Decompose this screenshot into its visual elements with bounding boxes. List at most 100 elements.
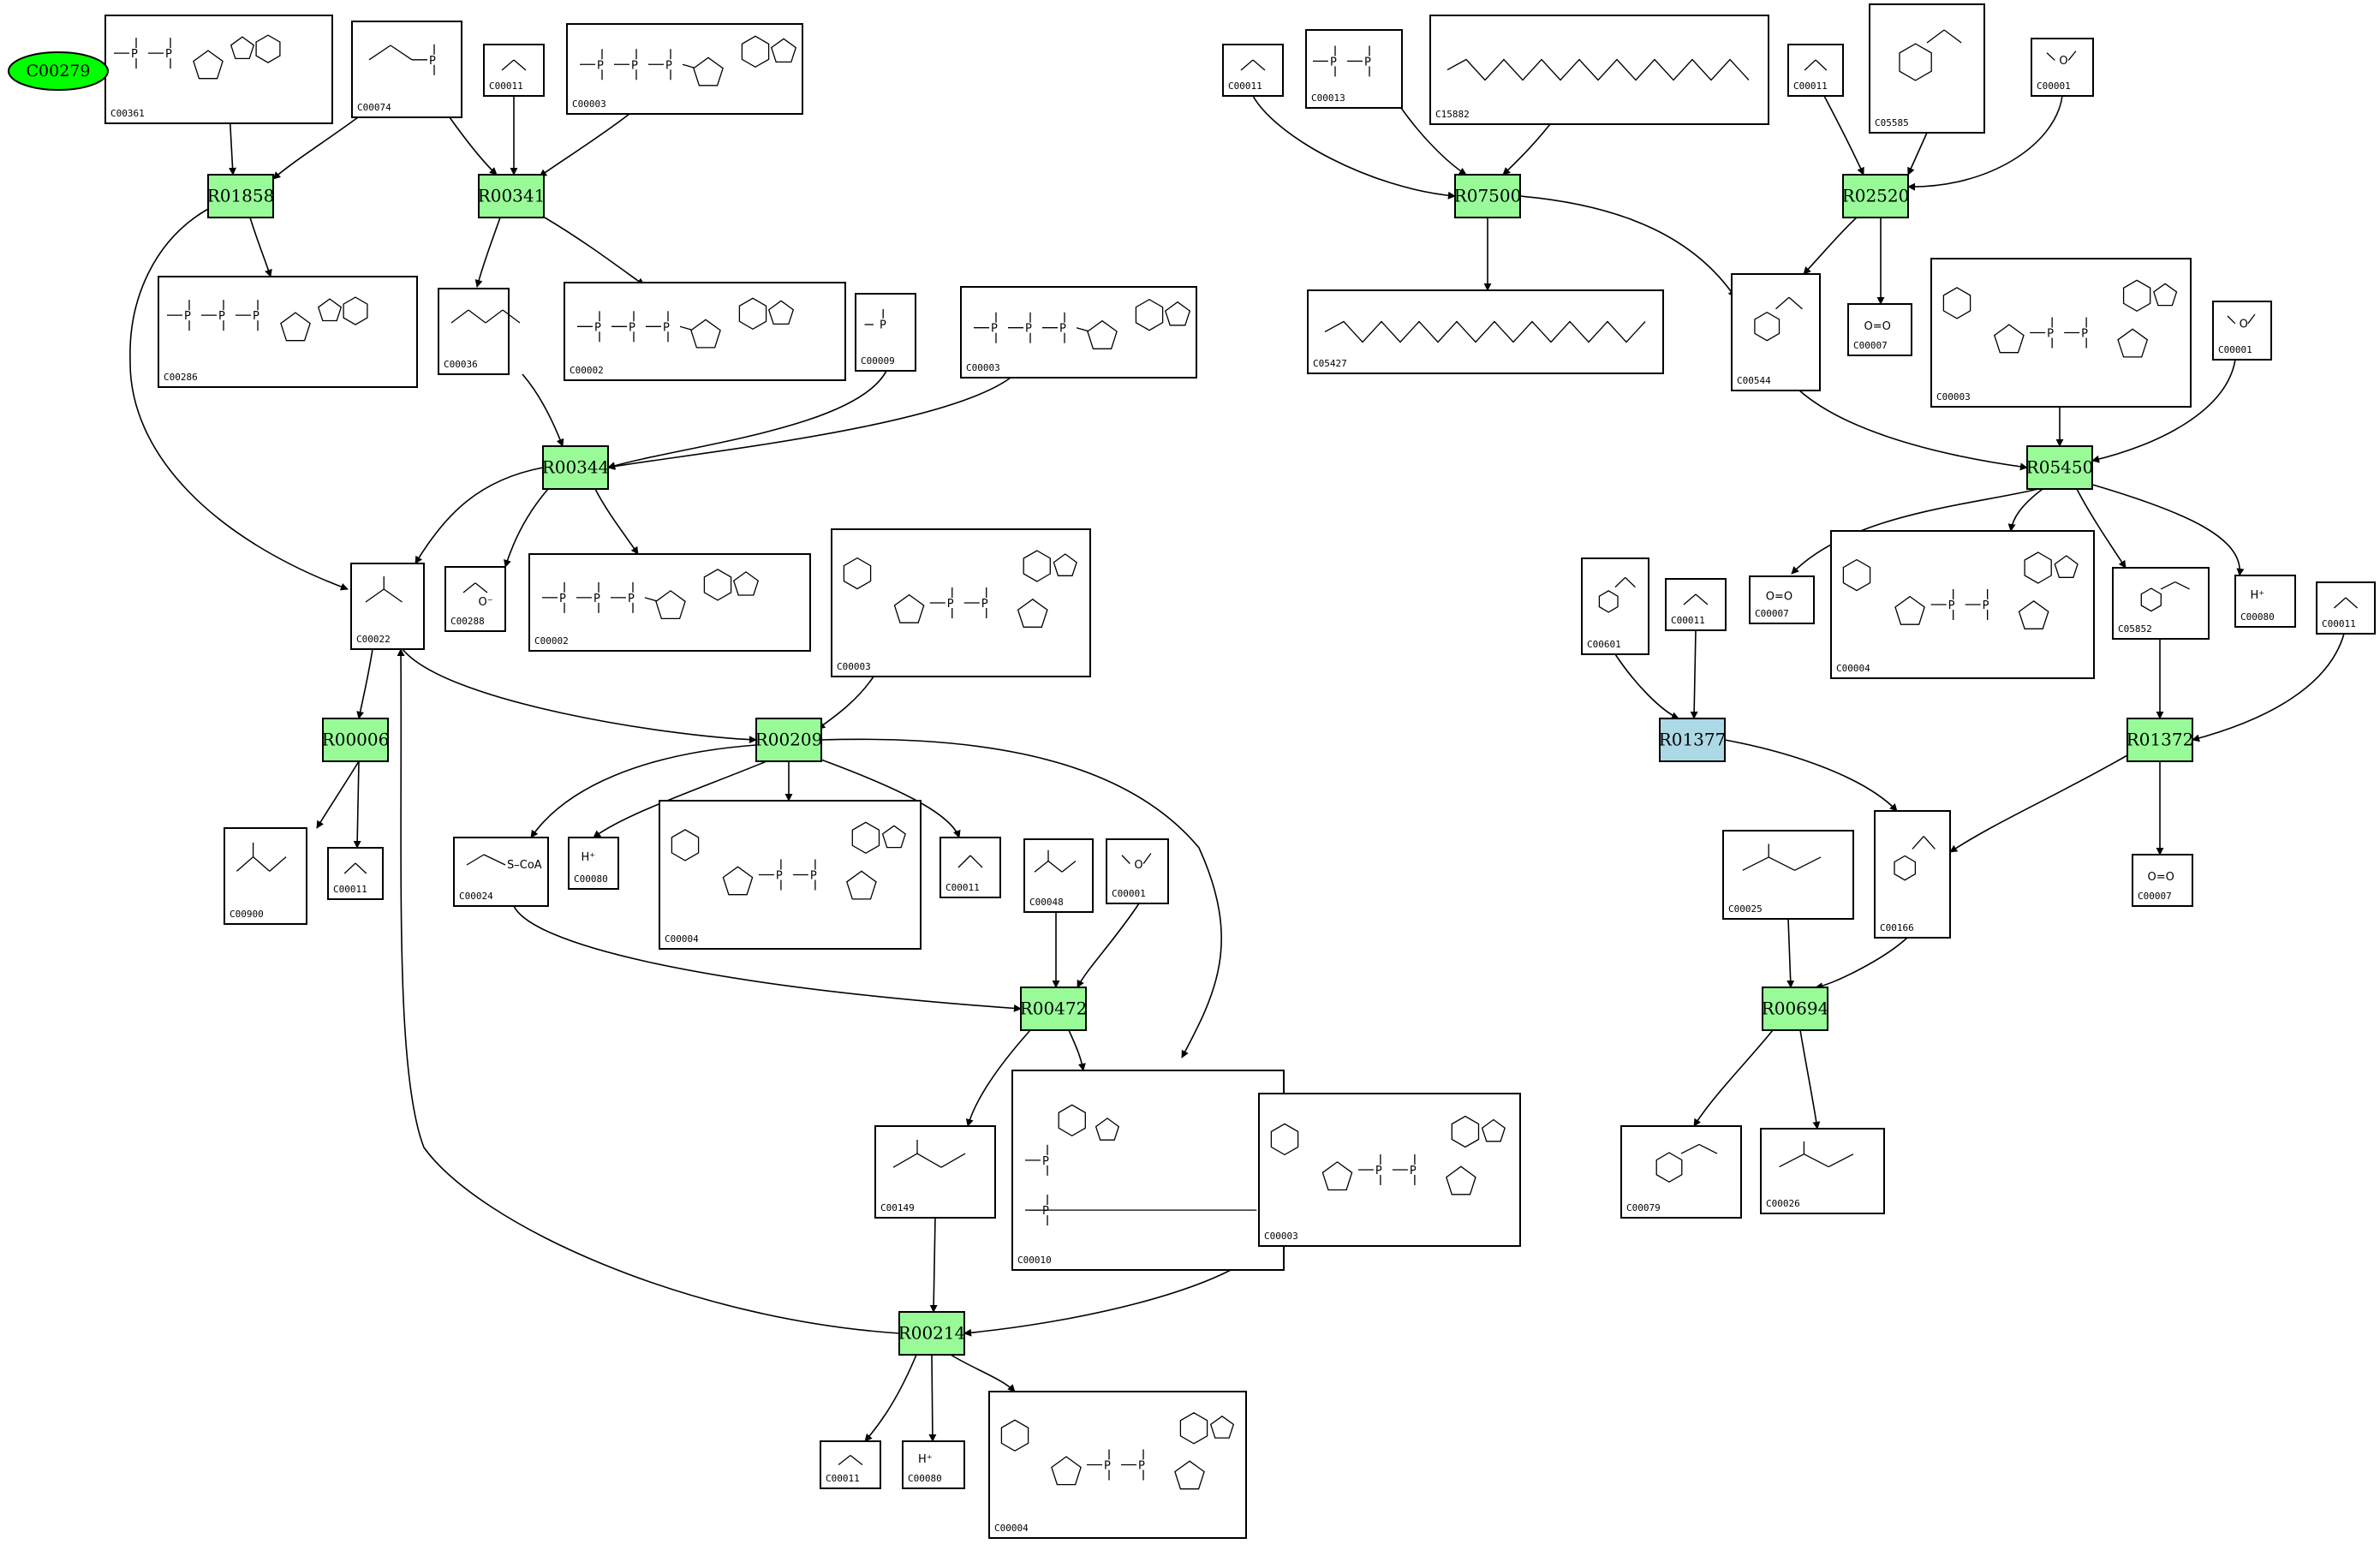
compound-label: C00002 [570, 365, 604, 376]
compound-label: C00022 [356, 634, 391, 645]
reaction-node[interactable]: R00209 [755, 718, 823, 762]
compound-node[interactable]: C00011 [1665, 578, 1727, 631]
structure-drawing [1742, 844, 1822, 871]
reaction-node[interactable]: R05450 [2026, 445, 2094, 490]
edge-arrow [1791, 488, 2039, 575]
compound-node[interactable]: C00011 [2316, 581, 2376, 635]
reaction-label: R00344 [542, 457, 610, 478]
compound-node[interactable]: C00011 [483, 44, 545, 97]
start-node[interactable]: C00279 [8, 51, 109, 91]
svg-text:P: P [1042, 1155, 1049, 1168]
structure-drawing [1598, 576, 1636, 613]
compound-node[interactable]: C15882 [1429, 15, 1769, 125]
reaction-node[interactable]: R00344 [542, 445, 610, 490]
compound-node[interactable]: C00601 [1581, 557, 1649, 655]
svg-text:P: P [165, 48, 172, 61]
edge-arrow [504, 488, 549, 568]
svg-text:P: P [131, 48, 138, 61]
reaction-node[interactable]: R00694 [1762, 987, 1829, 1031]
svg-text:P: P [2081, 328, 2088, 341]
reaction-node[interactable]: R00341 [478, 174, 546, 218]
compound-node[interactable]: C00079 [1620, 1125, 1742, 1219]
compound-node[interactable]: C00011 [939, 837, 1001, 898]
edge-arrow [316, 760, 360, 829]
compound-node[interactable]: H⁺C00080 [902, 1440, 965, 1489]
compound-node[interactable]: C00011 [1787, 44, 1844, 97]
compound-node[interactable]: H⁺C00080 [568, 837, 619, 890]
reaction-node[interactable]: R00472 [1020, 987, 1088, 1031]
reaction-label: R00472 [1020, 999, 1088, 1019]
compound-node[interactable]: C00036 [438, 288, 521, 375]
reaction-node[interactable]: R01377 [1659, 718, 1727, 762]
compound-node[interactable]: H⁺C00080 [2234, 575, 2296, 628]
compound-label: C00024 [459, 891, 493, 902]
structure-drawing [957, 855, 983, 868]
compound-box [568, 837, 619, 890]
reaction-node[interactable]: R00006 [322, 718, 390, 762]
compound-node[interactable]: C00022 [350, 563, 425, 650]
compound-node[interactable]: C00011 [820, 1440, 881, 1489]
compound-node[interactable]: C00048 [1023, 838, 1094, 913]
compound-label: C00361 [110, 108, 145, 119]
compound-box [1749, 575, 1815, 624]
svg-text:O=O: O=O [2148, 871, 2174, 884]
compound-box [1830, 530, 2095, 679]
compound-node[interactable]: O⁻C00288 [444, 566, 506, 632]
reaction-box [1762, 987, 1828, 1031]
reaction-node[interactable]: R02520 [1842, 174, 1910, 218]
structure-drawing: O [2046, 51, 2077, 68]
compound-label: C00011 [826, 1473, 860, 1484]
reaction-node[interactable]: R07500 [1454, 174, 1522, 218]
structure-drawing [1655, 1143, 1718, 1183]
compound-node[interactable]: C00011 [327, 847, 384, 900]
compound-label: C00007 [1755, 608, 1789, 619]
reaction-node[interactable]: R01372 [2126, 718, 2194, 762]
compound-node[interactable]: C00544 [1731, 273, 1821, 391]
compound-label: C00004 [994, 1523, 1029, 1534]
edge-arrow [415, 467, 544, 564]
compound-node[interactable]: C05585 [1869, 3, 1985, 134]
compound-node[interactable]: C00026 [1760, 1128, 1885, 1214]
compound-node[interactable]: P P C00361 [104, 15, 333, 124]
compound-node[interactable]: C05427 [1307, 289, 1664, 374]
compound-label: C15882 [1435, 109, 1470, 120]
compound-node[interactable]: C00149 [874, 1125, 996, 1219]
svg-text:P: P [597, 59, 604, 72]
compound-node[interactable]: C00025 [1722, 830, 1854, 920]
compound-node[interactable]: C00900 [224, 827, 307, 925]
edge-arrow [513, 905, 1022, 1012]
reaction-node[interactable]: R00214 [898, 1311, 966, 1356]
compound-box [1011, 1070, 1285, 1271]
svg-text:P: P [981, 598, 988, 611]
compound-node[interactable]: C00011 [1222, 44, 1284, 97]
compound-box [1787, 44, 1844, 97]
compound-node[interactable]: C00166 [1874, 810, 1951, 939]
compound-node[interactable]: C05852 [2112, 567, 2210, 640]
reaction-node[interactable]: R01858 [207, 174, 275, 218]
reaction-box [542, 445, 609, 490]
